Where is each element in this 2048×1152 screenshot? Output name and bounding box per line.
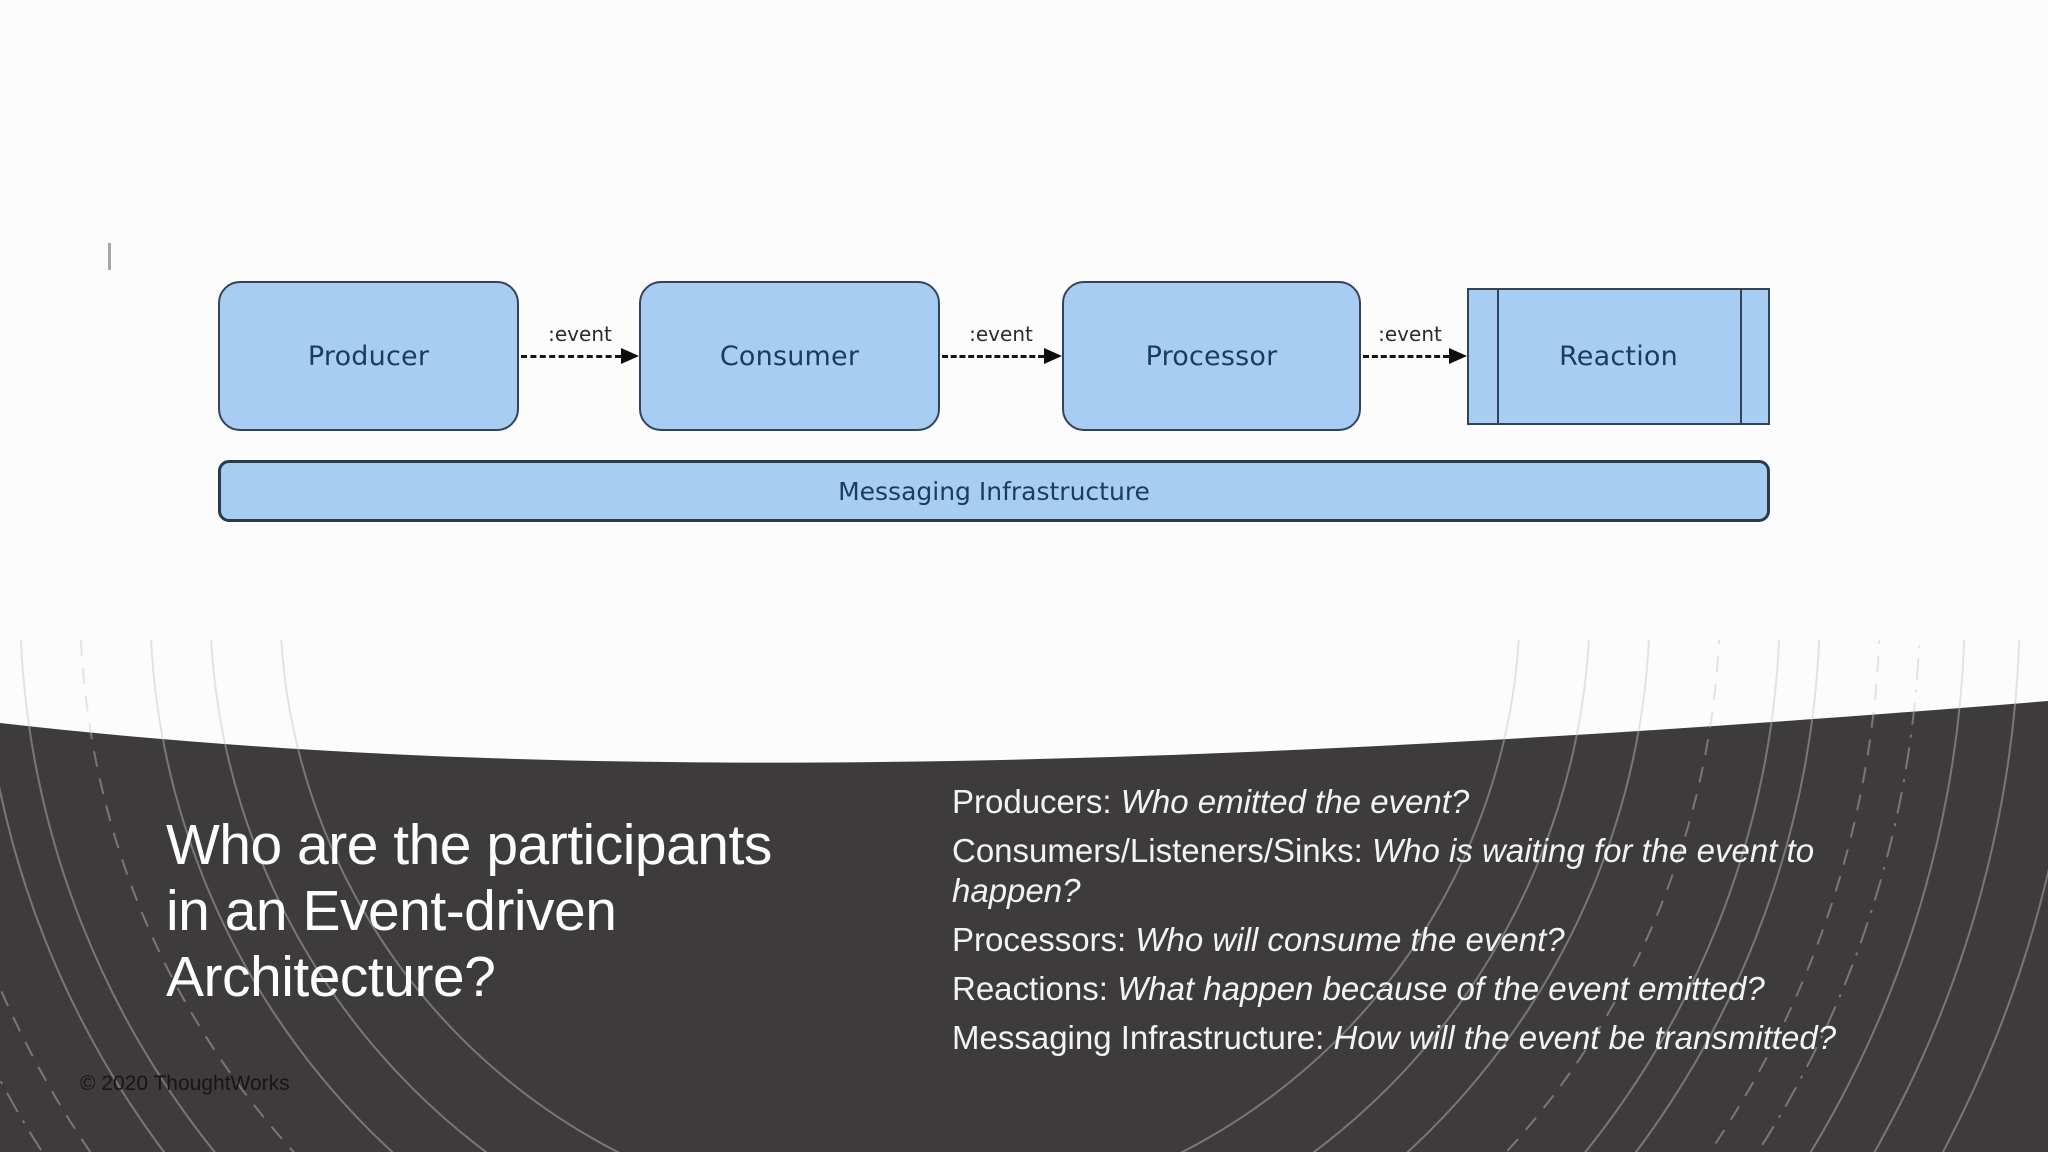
slide-title-line-1: Who are the participants [166, 813, 772, 877]
dark-band [0, 701, 2048, 1152]
bullet-reactions-label: Reactions: [952, 970, 1108, 1007]
edge-label-event-1: :event [548, 322, 612, 346]
bullet-consumers-label: Consumers/Listeners/Sinks: [952, 832, 1363, 869]
slide-title: Who are the participants in an Event-dri… [166, 812, 826, 1010]
node-producer-label: Producer [307, 340, 430, 372]
bullet-reactions-question: What happen because of the event emitted… [1117, 970, 1765, 1007]
bullet-reactions: Reactions: What happen because of the ev… [952, 969, 1902, 1009]
bullet-producers-question: Who emitted the event? [1120, 783, 1470, 820]
node-producer: Producer [218, 281, 519, 431]
messaging-infrastructure-bar: Messaging Infrastructure [218, 460, 1770, 522]
bullet-consumers: Consumers/Listeners/Sinks: Who is waitin… [952, 831, 1902, 911]
slide-title-line-3: Architecture? [166, 945, 496, 1009]
arrow-processor-reaction [1363, 348, 1467, 364]
bullet-producers: Producers: Who emitted the event? [952, 782, 1902, 822]
participants-list: Producers: Who emitted the event? Consum… [952, 782, 1902, 1067]
node-reaction: Reaction [1467, 288, 1770, 425]
reaction-left-bar [1497, 290, 1499, 423]
arrow-producer-consumer [521, 348, 639, 364]
bullet-processors: Processors: Who will consume the event? [952, 920, 1902, 960]
node-consumer-label: Consumer [719, 340, 860, 372]
edge-label-event-2: :event [969, 322, 1033, 346]
bullet-consumers-question: Who is waiting for the event to happen? [952, 832, 1815, 909]
arrow-consumer-processor [942, 348, 1062, 364]
bullet-processors-question: Who will consume the event? [1135, 921, 1565, 958]
reaction-right-bar [1740, 290, 1742, 423]
edge-label-event-3: :event [1378, 322, 1442, 346]
text-cursor-artifact [108, 243, 111, 270]
node-processor-label: Processor [1145, 340, 1278, 372]
bullet-processors-label: Processors: [952, 921, 1127, 958]
bullet-messaging: Messaging Infrastructure: How will the e… [952, 1018, 1902, 1058]
copyright-notice: © 2020 ThoughtWorks [80, 1072, 290, 1095]
node-processor: Processor [1062, 281, 1361, 431]
node-consumer: Consumer [639, 281, 940, 431]
messaging-infrastructure-label: Messaging Infrastructure [838, 476, 1150, 506]
event-flow-diagram: Producer :event Consumer :event Processo… [108, 243, 1770, 522]
bullet-producers-label: Producers: [952, 783, 1112, 820]
node-reaction-label: Reaction [1559, 341, 1678, 372]
bullet-messaging-question: How will the event be transmitted? [1333, 1019, 1837, 1056]
slide-title-line-2: in an Event-driven [166, 879, 617, 943]
bullet-messaging-label: Messaging Infrastructure: [952, 1019, 1325, 1056]
